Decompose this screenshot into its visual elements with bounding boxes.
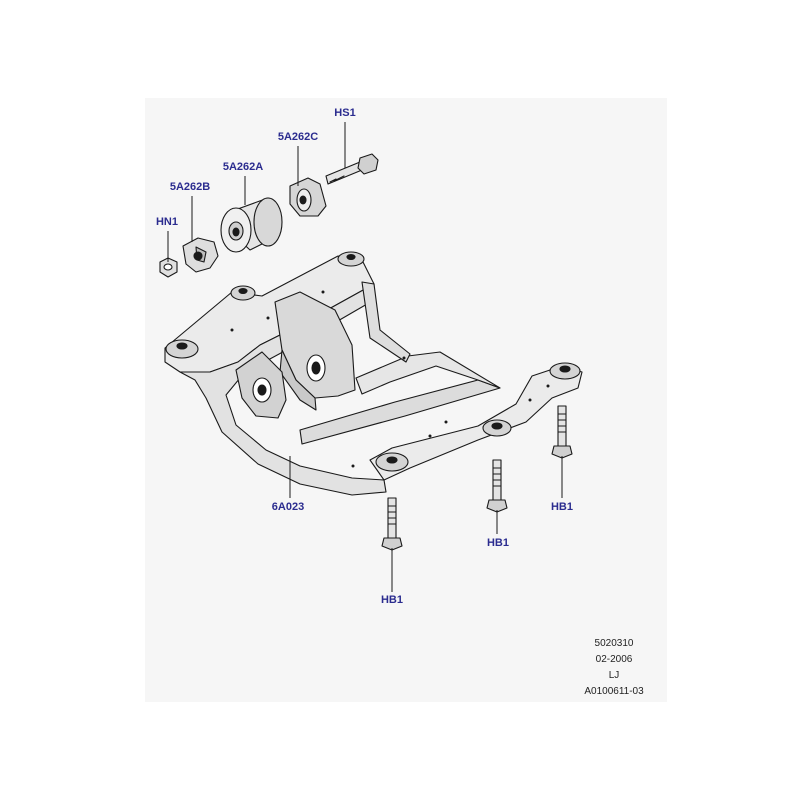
washer-5a262b xyxy=(182,237,219,273)
callout-hb1-left: HB1 xyxy=(380,594,404,606)
footer-code: 5020310 xyxy=(594,638,634,649)
callout-hs1: HS1 xyxy=(334,107,356,119)
nut-hn1 xyxy=(159,257,178,278)
bolt-hb1-left xyxy=(381,497,403,551)
callout-5a262c: 5A262C xyxy=(277,131,319,143)
bushing-5a262a xyxy=(220,197,283,253)
callout-5a262b: 5A262B xyxy=(169,181,211,193)
bolt-hb1-mid xyxy=(486,459,508,513)
washer-5a262c xyxy=(289,177,327,217)
bolt-hs1 xyxy=(325,153,379,185)
callout-hb1-right: HB1 xyxy=(550,501,574,513)
bolt-hb1-right xyxy=(551,405,573,459)
callout-5a262a: 5A262A xyxy=(222,161,264,173)
footer-initials: LJ xyxy=(608,670,620,681)
footer-ref: A0100611-03 xyxy=(584,686,644,697)
subframe-rear-plate xyxy=(369,365,583,481)
callout-hb1-mid: HB1 xyxy=(486,537,510,549)
callout-hn1: HN1 xyxy=(155,216,179,228)
footer-date: 02-2006 xyxy=(595,654,633,665)
subframe xyxy=(164,251,583,496)
callout-6a023: 6A023 xyxy=(271,501,305,513)
subframe-longitudinal xyxy=(361,281,411,363)
subframe-cross-member-2 xyxy=(355,351,501,395)
